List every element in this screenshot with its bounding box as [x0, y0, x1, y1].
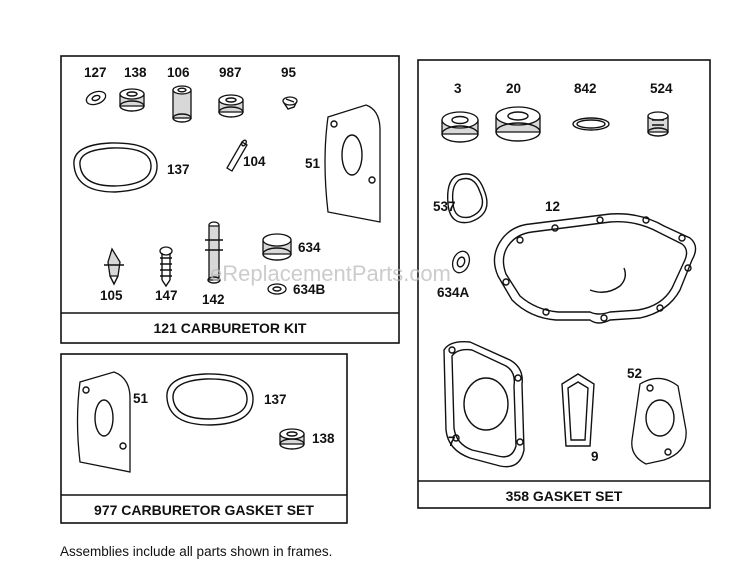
callout-142: 142: [202, 292, 225, 307]
part-104-pin: [226, 139, 248, 172]
part-7-head-gasket: [443, 340, 525, 468]
part-12-crankcase-gasket: [493, 213, 697, 324]
part-138-seal: [119, 88, 145, 112]
callout-537: 537: [433, 199, 456, 214]
part-105-needle: [104, 247, 124, 286]
footer-note: Assemblies include all parts shown in fr…: [60, 544, 332, 559]
part-3-oil-seal: [441, 111, 479, 143]
gasket-set-frame: 358 GASKET SET: [417, 59, 711, 509]
part-51-gasket: [324, 104, 381, 223]
callout-842: 842: [574, 81, 597, 96]
gasket-set-callouts: 3 20 842 524 537 12 634A 7 9 52: [433, 81, 673, 464]
watermark: eReplacementParts.com: [210, 261, 451, 286]
part-137-o-ring: [73, 142, 158, 193]
callout-138-set: 138: [312, 431, 335, 446]
callout-104: 104: [243, 154, 266, 169]
carburetor-kit-title: 121 CARBURETOR KIT: [154, 320, 307, 336]
part-142-tube: [205, 221, 223, 284]
part-634a-washer: [451, 250, 471, 274]
callout-634: 634: [298, 240, 321, 255]
callout-51-set: 51: [133, 391, 149, 406]
callout-987: 987: [219, 65, 242, 80]
part-987-bushing: [218, 94, 244, 118]
callout-12: 12: [545, 199, 560, 214]
gasket-set-title: 358 GASKET SET: [506, 488, 623, 504]
callout-9: 9: [591, 449, 599, 464]
callout-147: 147: [155, 288, 178, 303]
callout-137-set: 137: [264, 392, 287, 407]
callout-524: 524: [650, 81, 673, 96]
part-634b-washer: [267, 283, 287, 295]
carb-gasket-set-frame: 977 CARBURETOR GASKET SET: [60, 353, 348, 524]
part-9-gasket: [561, 373, 595, 447]
callout-52: 52: [627, 366, 642, 381]
carb-gasket-set-title: 977 CARBURETOR GASKET SET: [94, 502, 314, 518]
gasket-set-parts: [441, 106, 697, 468]
part-634-bushing: [262, 233, 292, 261]
carb-gasket-set-parts: [76, 371, 305, 473]
callout-95: 95: [281, 65, 297, 80]
carb-gasket-set-callouts: 51 137 138: [133, 391, 335, 446]
callout-127: 127: [84, 65, 107, 80]
part-524-plug: [647, 111, 669, 137]
part-137-o-ring-set: [166, 373, 254, 426]
callout-20: 20: [506, 81, 521, 96]
part-95-screw: [282, 96, 298, 110]
carburetor-kit-frame: 121 CARBURETOR KIT: [60, 55, 400, 344]
part-51-gasket-set: [76, 371, 131, 473]
part-842-o-ring: [572, 117, 610, 131]
part-127-washer: [85, 90, 107, 106]
callout-51: 51: [305, 156, 321, 171]
part-20-oil-seal: [495, 106, 541, 142]
callout-138: 138: [124, 65, 147, 80]
part-52-exhaust-gasket: [631, 377, 687, 465]
callout-106: 106: [167, 65, 190, 80]
carburetor-kit-parts: [73, 85, 381, 295]
callout-137: 137: [167, 162, 190, 177]
callout-105: 105: [100, 288, 123, 303]
carburetor-kit-callouts: 127 138 106 987 95 137 104 51 634 634B 1…: [84, 65, 326, 307]
callout-634a: 634A: [437, 285, 470, 300]
part-147-screw: [159, 246, 173, 288]
callout-3: 3: [454, 81, 462, 96]
callout-7: 7: [448, 434, 456, 449]
part-106-bushing: [172, 85, 192, 123]
part-138-seal-set: [279, 428, 305, 450]
part-537-o-ring: [446, 173, 488, 224]
callout-634b: 634B: [293, 282, 326, 297]
